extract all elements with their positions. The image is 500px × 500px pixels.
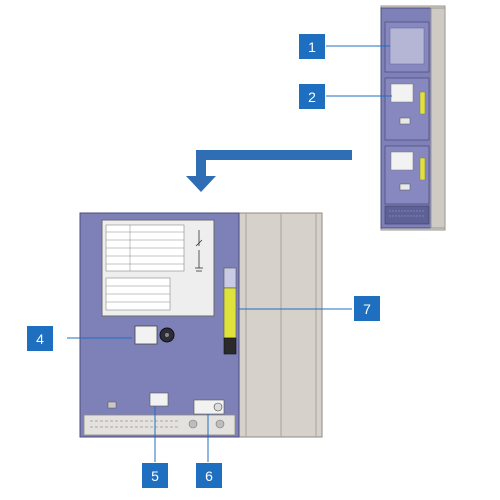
detail-view — [79, 212, 323, 438]
single-line-symbol — [195, 230, 203, 272]
callout-number: 7 — [363, 300, 371, 317]
callout-number: 6 — [205, 467, 213, 484]
lower-indicator-bar — [419, 157, 426, 181]
callout-number: 4 — [36, 330, 44, 347]
key-lock-hole — [165, 333, 169, 337]
indicator-bar — [223, 287, 237, 339]
top-window — [389, 27, 425, 65]
bottom-grille — [384, 205, 430, 225]
pointing-arrow-icon — [186, 150, 352, 192]
indicator-base — [223, 337, 237, 355]
operation-knob — [213, 402, 223, 412]
arrow-shape — [186, 150, 352, 192]
indicator-top — [223, 267, 237, 289]
middle-indicator-bar — [419, 91, 426, 115]
cabinet-side — [430, 7, 446, 229]
callout-box-7: 7 — [354, 296, 380, 321]
key-lock-label — [134, 325, 158, 345]
grille-bolt — [215, 419, 225, 429]
overview-cabinet — [380, 5, 446, 231]
callout-box-6: 6 — [196, 463, 222, 488]
callout-box-2: 2 — [299, 84, 325, 109]
lower-key-lock — [399, 183, 411, 191]
small-label — [149, 392, 169, 407]
small-latch — [107, 401, 117, 409]
callout-box-1: 1 — [299, 34, 325, 59]
callout-box-5: 5 — [142, 463, 168, 488]
middle-key-lock — [399, 117, 411, 125]
callout-number: 1 — [308, 38, 316, 55]
middle-nameplate-label — [390, 83, 414, 103]
grille-bolt — [188, 419, 198, 429]
callout-number: 5 — [151, 467, 159, 484]
callout-number: 2 — [308, 88, 316, 105]
lower-nameplate-label — [390, 151, 414, 171]
bottom-grille — [83, 414, 236, 436]
callout-box-4: 4 — [27, 326, 53, 351]
